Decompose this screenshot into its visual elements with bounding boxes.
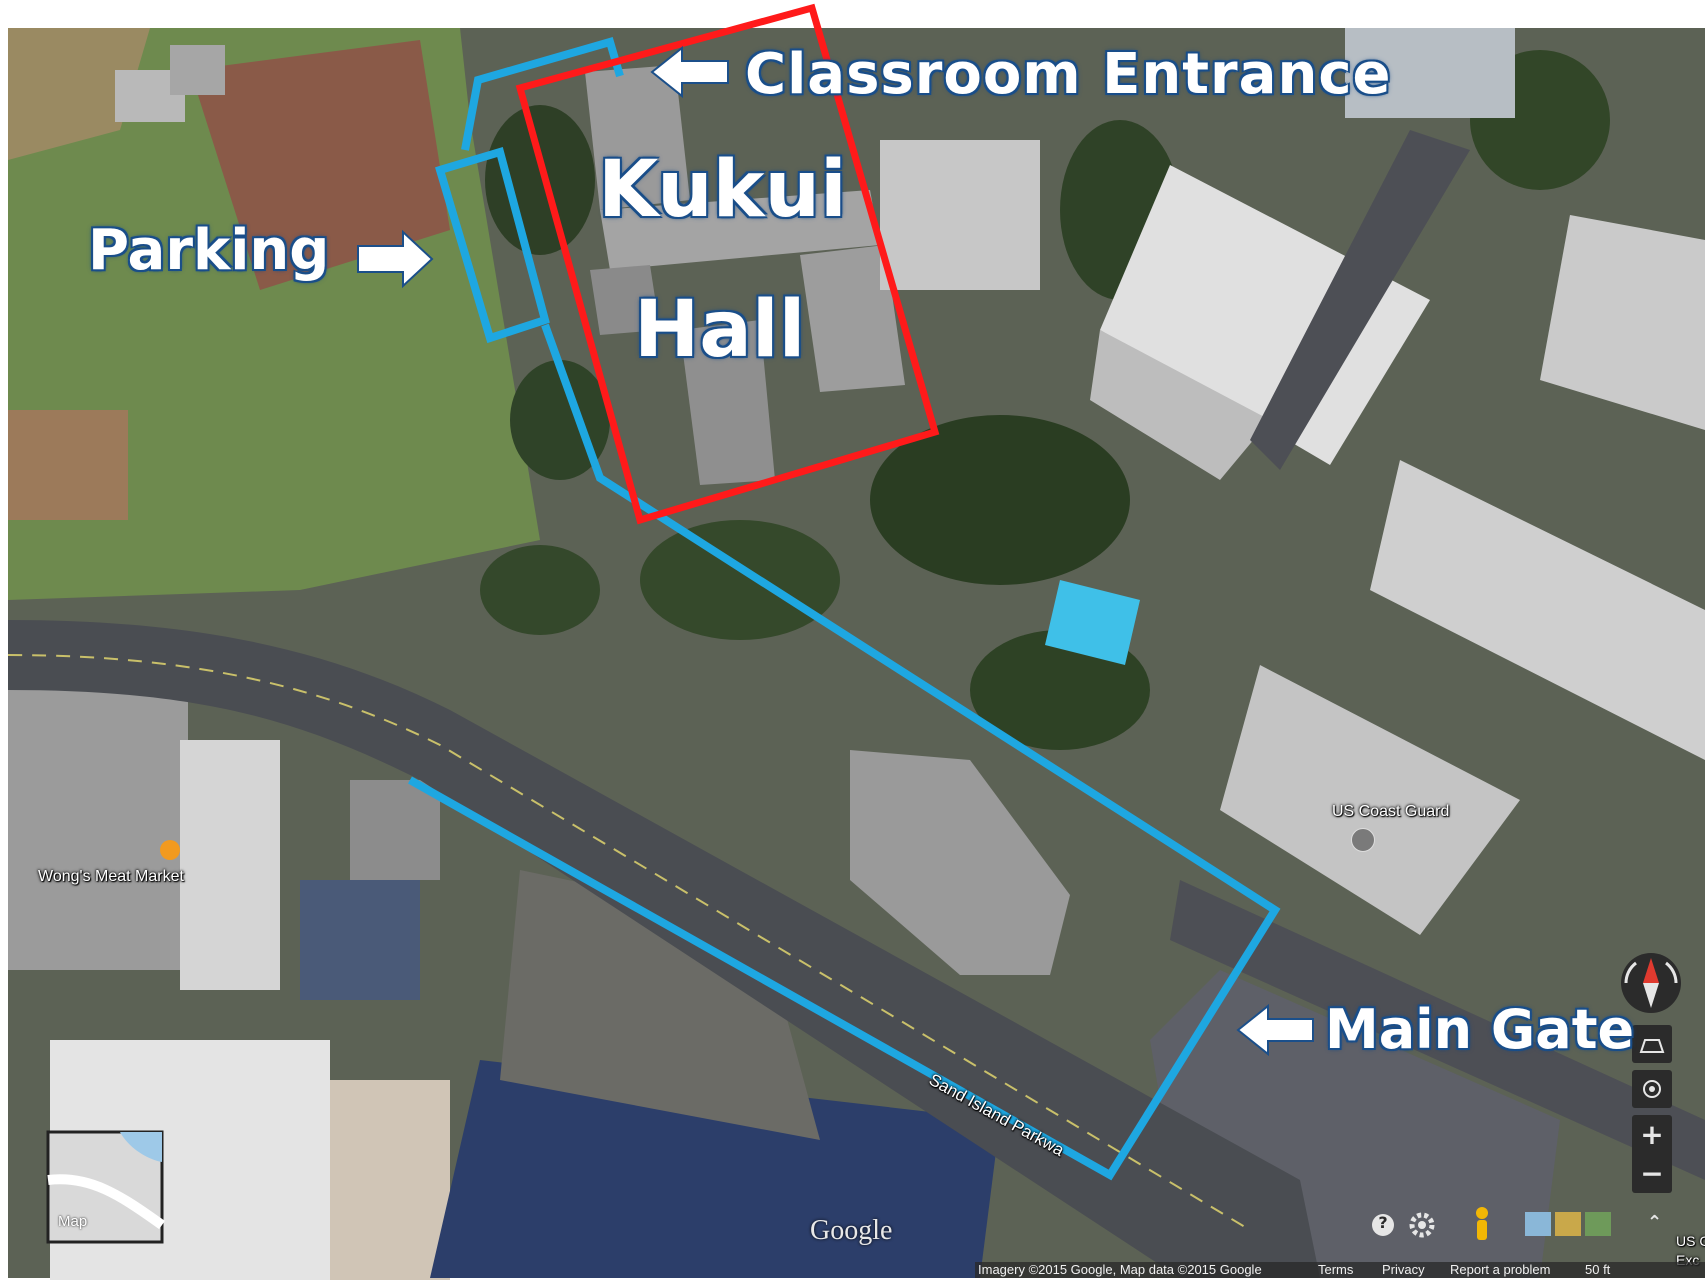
help-icon[interactable] [1372,1214,1394,1236]
parking-area-outline [435,146,550,344]
entrance-arrow-icon [650,45,729,99]
imagery [7,28,1705,1280]
settings-gear-icon[interactable] [1409,1212,1435,1238]
map-type-thumbnail[interactable] [46,1130,165,1244]
parking-arrow-icon [357,229,434,289]
collapse-button[interactable]: ⌃ [1647,1212,1663,1233]
google-logo: Google [810,1215,893,1246]
my-location-icon[interactable] [1632,1070,1672,1108]
report-problem-link[interactable]: Report a problem [1450,1262,1551,1277]
terms-link[interactable]: Terms [1318,1262,1354,1277]
hall-label: Hall [634,285,806,375]
zoom-in-button[interactable]: + [1640,1118,1664,1151]
zoom-out-button[interactable]: − [1640,1157,1664,1190]
main-gate-arrow-icon [1236,1003,1314,1057]
footer-bar [975,1262,1705,1278]
main-gate-label: Main Gate [1325,998,1635,1061]
layer-thumbnails[interactable] [1525,1212,1611,1236]
parking-label: Parking [88,218,330,283]
kukui-label: Kukui [598,145,847,235]
restaurant-icon[interactable] [160,840,180,860]
privacy-link[interactable]: Privacy [1382,1262,1425,1277]
zoom-panel [1632,1115,1672,1193]
help-button[interactable]: ? [1378,1213,1388,1232]
place-label-wongs-meat-market[interactable]: Wong's Meat Market [38,868,184,885]
place-label-us-coast-guard[interactable]: US Coast Guard [1332,803,1450,820]
classroom-entrance-label: Classroom Entrance [745,42,1392,107]
place-label-us-coast-guard-edge[interactable]: US C [1676,1233,1705,1249]
compass-icon[interactable] [1621,953,1681,1013]
imagery-attribution: Imagery ©2015 Google, Map data ©2015 Goo… [978,1262,1262,1277]
tilt-icon[interactable] [1632,1025,1672,1063]
scale-label[interactable]: 50 ft [1585,1262,1611,1277]
kukui-hall-outline [515,3,940,525]
route-segment-main [408,323,1281,1181]
pegman-icon[interactable] [1476,1207,1488,1240]
map-type-label[interactable]: Map [58,1213,88,1230]
government-building-icon[interactable] [1351,828,1375,852]
